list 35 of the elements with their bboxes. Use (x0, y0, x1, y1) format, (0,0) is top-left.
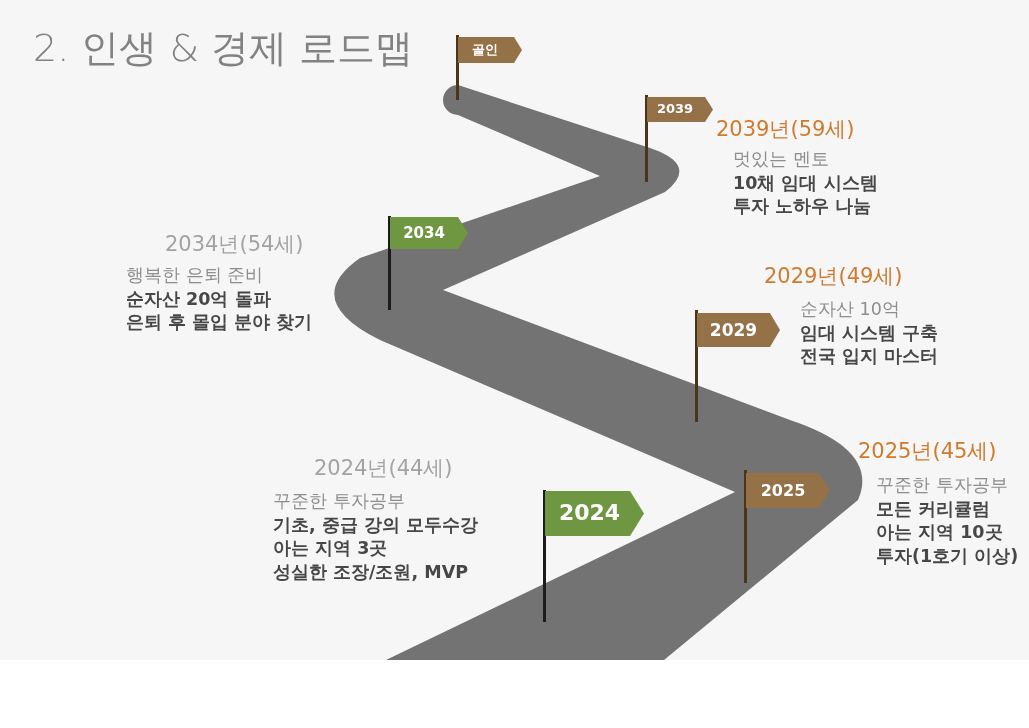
milestone-subtitle: 순자산 10억 (800, 298, 901, 321)
flag-label: 2024 (558, 501, 621, 526)
milestone-subtitle: 꾸준한 투자공부 (876, 474, 1009, 497)
milestone-item: 투자 노하우 나눔 (733, 195, 873, 218)
flag-label: 2025 (760, 481, 806, 500)
flag-label: 2029 (709, 320, 758, 340)
flag-pennant (545, 491, 644, 536)
milestone-subtitle: 멋있는 멘토 (733, 148, 830, 171)
milestone-item: 성실한 조장/조원, MVP (273, 560, 469, 584)
flag-pennant (390, 217, 468, 249)
milestone-item: 투자(1호기 이상) (876, 544, 1019, 568)
milestone-item: 전국 입지 마스터 (800, 345, 939, 368)
diagram-title: 2. 인생 & 경제 로드맵 (33, 25, 414, 72)
flag-label: 2039 (656, 102, 694, 117)
flag-pennant (647, 97, 713, 122)
year-heading: 2039년(59세) (716, 116, 855, 142)
flag-pennant (746, 473, 830, 508)
milestone-item: 임대 시스템 구축 (800, 321, 939, 345)
year-heading: 2034년(54세) (165, 231, 304, 257)
milestone-item: 아는 지역 10곳 (876, 521, 1004, 544)
milestone-item: 아는 지역 3곳 (273, 537, 389, 560)
flag-label: 골인 (472, 42, 498, 58)
milestone-item: 10채 임대 시스템 (733, 171, 878, 195)
flag-label: 2034 (403, 224, 445, 242)
year-heading: 2024년(44세) (314, 455, 453, 481)
milestone-item: 기초, 중급 강의 모두수강 (273, 513, 478, 537)
milestone-subtitle: 행복한 은퇴 준비 (126, 264, 265, 287)
flag-pennant (697, 313, 780, 347)
milestone-subtitle: 꾸준한 투자공부 (273, 490, 406, 513)
milestone-item: 모든 커리큘럼 (876, 497, 992, 521)
year-heading: 2029년(49세) (764, 263, 903, 289)
flag-pennant (458, 37, 522, 63)
milestone-item: 은퇴 후 몰입 분야 찾기 (126, 311, 313, 334)
milestone-item: 순자산 20억 돌파 (126, 287, 272, 311)
year-heading: 2025년(45세) (858, 438, 997, 464)
